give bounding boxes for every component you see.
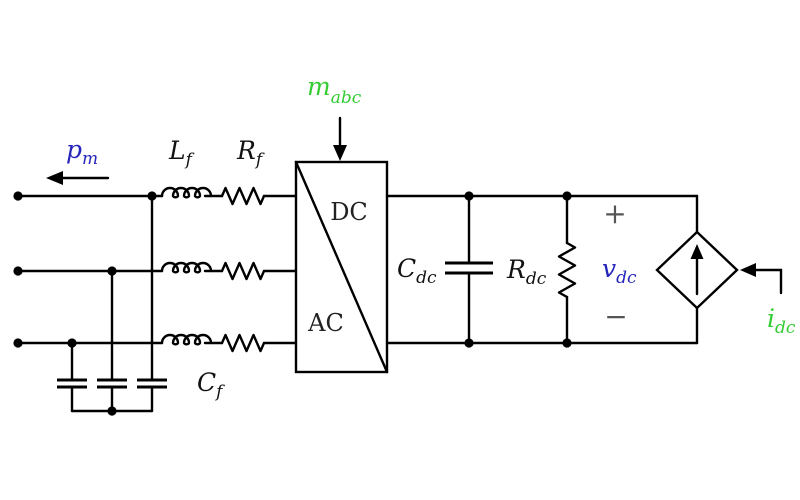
vdc-plus-sign: +: [603, 197, 626, 230]
vdc-label: vdc: [602, 254, 637, 288]
capacitor-cdc-icon: [445, 261, 493, 275]
cdc-branch: Cdc: [397, 191, 493, 348]
dc-bus: Cdc Rdc + vdc −: [385, 191, 699, 348]
converter-diagonal: [294, 160, 389, 374]
capacitor-cf-3-icon: [137, 378, 167, 389]
idc-wire: [751, 268, 783, 295]
vdc-minus-sign: −: [604, 300, 627, 333]
phase-c: [13, 333, 298, 353]
power-flow-annotation: pm: [46, 135, 110, 185]
terminal-dot: [13, 338, 23, 348]
pm-label: pm: [66, 135, 98, 169]
controlled-current-source: [655, 194, 739, 345]
converter-block: DC AC: [294, 160, 389, 374]
junction-dot: [107, 406, 117, 416]
inductor-lf-b-icon: [160, 261, 213, 274]
rdc-label: Rdc: [506, 255, 547, 289]
mabc-arrowhead-icon: [333, 145, 347, 161]
idc-label: idc: [767, 304, 796, 338]
phase-a: [13, 186, 298, 206]
inductor-lf-a-icon: [160, 186, 213, 199]
junction-dot: [562, 191, 572, 201]
current-source-arrowhead-icon: [690, 244, 704, 259]
phase-b: [13, 261, 298, 281]
pm-arrowhead-icon: [46, 171, 63, 185]
modulation-input: mabc: [307, 72, 362, 161]
converter-ac-label: AC: [307, 309, 344, 337]
cf-label: Cf: [197, 368, 225, 402]
inductor-lf-c-icon: [160, 333, 213, 346]
terminal-dot: [13, 191, 23, 201]
capacitor-cf-2-icon: [97, 378, 127, 389]
resistor-rf-c-icon: [220, 333, 266, 353]
junction-dot: [464, 191, 474, 201]
rf-label: Rf: [236, 136, 265, 170]
resistor-rf-b-icon: [220, 261, 266, 281]
capacitor-cf-1-icon: [57, 378, 87, 389]
idc-injection: idc: [740, 263, 796, 338]
lf-label: Lf: [168, 136, 195, 170]
junction-dot: [562, 338, 572, 348]
terminal-dot: [13, 266, 23, 276]
mabc-label: mabc: [307, 72, 362, 108]
three-phase-lines: [13, 186, 298, 353]
idc-arrowhead-icon: [740, 263, 756, 277]
junction-dot: [464, 338, 474, 348]
resistor-rf-a-icon: [220, 186, 266, 206]
converter-dc-label: DC: [330, 198, 368, 226]
filter-capacitor-bank: [57, 194, 167, 416]
cdc-label: Cdc: [397, 254, 437, 288]
resistor-rdc-icon: [557, 241, 577, 299]
rdc-branch: Rdc: [506, 191, 577, 348]
